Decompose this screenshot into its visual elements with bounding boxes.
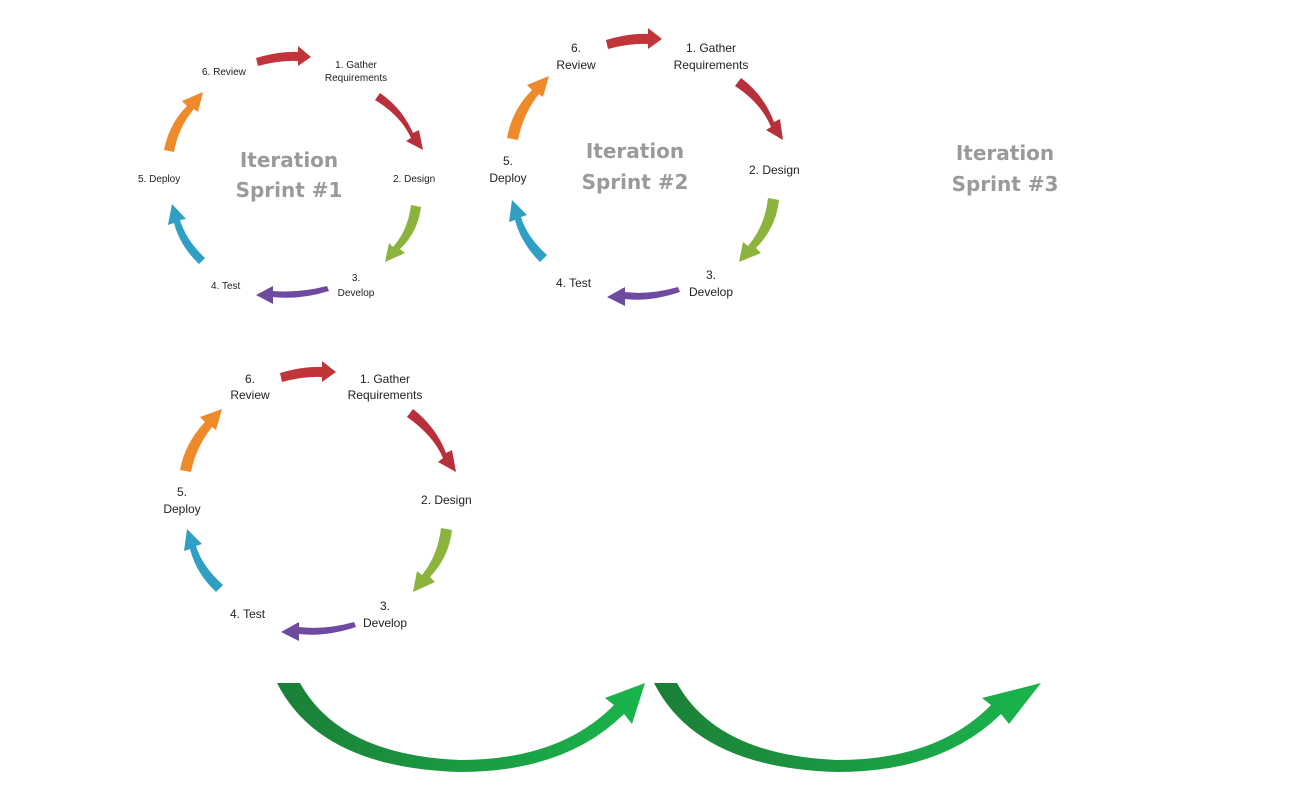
stage-develop-line2: Develop [363, 616, 407, 630]
stage-develop-line1: 3. [352, 273, 360, 284]
cycle-lower: 6. Review 1. Gather Requirements 2. Desi… [163, 361, 472, 641]
stage-develop-line1: 3. [380, 599, 390, 613]
stage-gather-line1: 1. Gather [360, 372, 410, 386]
arrow-review-to-gather [256, 46, 311, 66]
stage-test: 4. Test [230, 607, 266, 621]
arrow-develop-to-test [256, 286, 329, 304]
cycle-sprint-1: 6. Review 1. Gather Requirements 2. Desi… [138, 46, 435, 304]
stage-deploy-line1: 5. [177, 485, 187, 499]
arrow-gather-to-design [407, 409, 456, 472]
arrow-develop-to-test [607, 287, 680, 306]
stage-gather-line2: Requirements [674, 58, 749, 72]
stage-review-line2: Review [556, 58, 596, 72]
arrow-review-to-gather [606, 28, 662, 49]
stage-develop-line2: Develop [338, 288, 375, 299]
stage-review: 6. Review [202, 67, 247, 78]
stage-design: 2. Design [393, 174, 435, 185]
sprint-title-line2: Sprint #1 [236, 178, 343, 202]
stage-review-line1: 6. [245, 372, 255, 386]
transition-arrow-sprint2-to-sprint3 [654, 683, 1041, 772]
stage-develop-line1: 3. [706, 268, 716, 282]
stage-gather-line2: Requirements [348, 388, 423, 402]
stage-test: 4. Test [556, 276, 592, 290]
stage-test: 4. Test [211, 281, 240, 292]
arrow-gather-to-design [735, 78, 783, 140]
stage-deploy-line1: 5. [503, 154, 513, 168]
stage-gather-line2: Requirements [325, 73, 387, 84]
arrow-test-to-deploy [509, 200, 547, 262]
sprint-title-line1: Iteration [586, 139, 684, 163]
arrow-design-to-develop [739, 198, 779, 262]
arrow-test-to-deploy [184, 529, 223, 592]
stage-deploy-line2: Deploy [489, 171, 526, 185]
stage-gather-line1: 1. Gather [335, 60, 377, 71]
stage-review-line2: Review [230, 388, 270, 402]
stage-design: 2. Design [749, 163, 800, 177]
cycle-sprint-2: 6. Review 1. Gather Requirements 2. Desi… [489, 28, 800, 306]
sprint-title-line2: Sprint #3 [952, 172, 1059, 196]
stage-design: 2. Design [421, 493, 472, 507]
arrow-review-to-gather [280, 361, 336, 382]
arrow-deploy-to-review [180, 409, 222, 472]
transition-arrows [277, 683, 1041, 772]
sprint-title-line1: Iteration [240, 148, 338, 172]
arrow-gather-to-design [375, 93, 423, 150]
stage-gather-line1: 1. Gather [686, 41, 736, 55]
stage-deploy: 5. Deploy [138, 174, 180, 185]
arrow-develop-to-test [281, 622, 356, 641]
arrow-deploy-to-review [507, 76, 549, 140]
stage-deploy-line2: Deploy [163, 502, 200, 516]
arrow-deploy-to-review [164, 92, 203, 152]
arrow-design-to-develop [413, 528, 452, 592]
arrow-design-to-develop [385, 205, 421, 262]
sprint-title-line1: Iteration [956, 141, 1054, 165]
arrow-test-to-deploy [168, 204, 205, 264]
stage-develop-line2: Develop [689, 285, 733, 299]
stage-review-line1: 6. [571, 41, 581, 55]
sprint-title-line2: Sprint #2 [582, 170, 689, 194]
transition-arrow-sprint1-to-sprint2 [277, 683, 645, 772]
cycle-sprint-3: Iteration Sprint #3 [952, 141, 1059, 196]
